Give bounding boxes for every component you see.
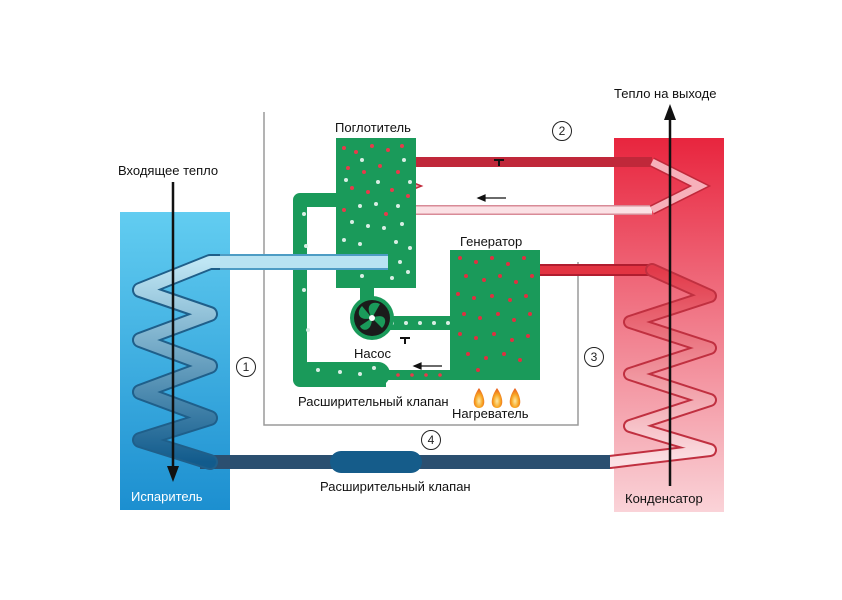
heater-label: Нагреватель [452,406,529,421]
generator-label: Генератор [460,234,523,249]
circuit-number-1: 1 [236,357,256,377]
evaporator-label: Испаритель [131,489,203,504]
heat-in-label: Входящее тепло [118,163,219,178]
expansion-valve-inner-label: Расширительный клапан [298,394,449,409]
pump-generator-line [380,316,454,380]
flame-icon [473,388,521,408]
pump-label: Насос [354,346,391,361]
pump-icon [350,296,394,340]
expansion-valve-outer-body [330,451,422,473]
generator [450,250,540,380]
expansion-valve-inner-body [296,362,390,386]
pipe-circuit-4 [200,451,610,473]
circuit-number-4: 4 [421,430,441,450]
flow-arrow [412,194,506,370]
expansion-valve-outer-label: Расширительный клапан [320,479,471,494]
heat-out-arrow [664,104,676,486]
circuit-number-3: 3 [584,347,604,367]
evaporator-coil [132,254,393,470]
condenser-label: Конденсатор [625,491,703,506]
circuit-number-2: 2 [552,121,572,141]
heat-out-label: Тепло на выходе [614,86,717,101]
valve-marker [400,159,504,344]
condenser-coil [603,263,717,469]
heat-in-arrow [167,182,179,482]
absorber-label: Поглотитель [335,120,411,135]
